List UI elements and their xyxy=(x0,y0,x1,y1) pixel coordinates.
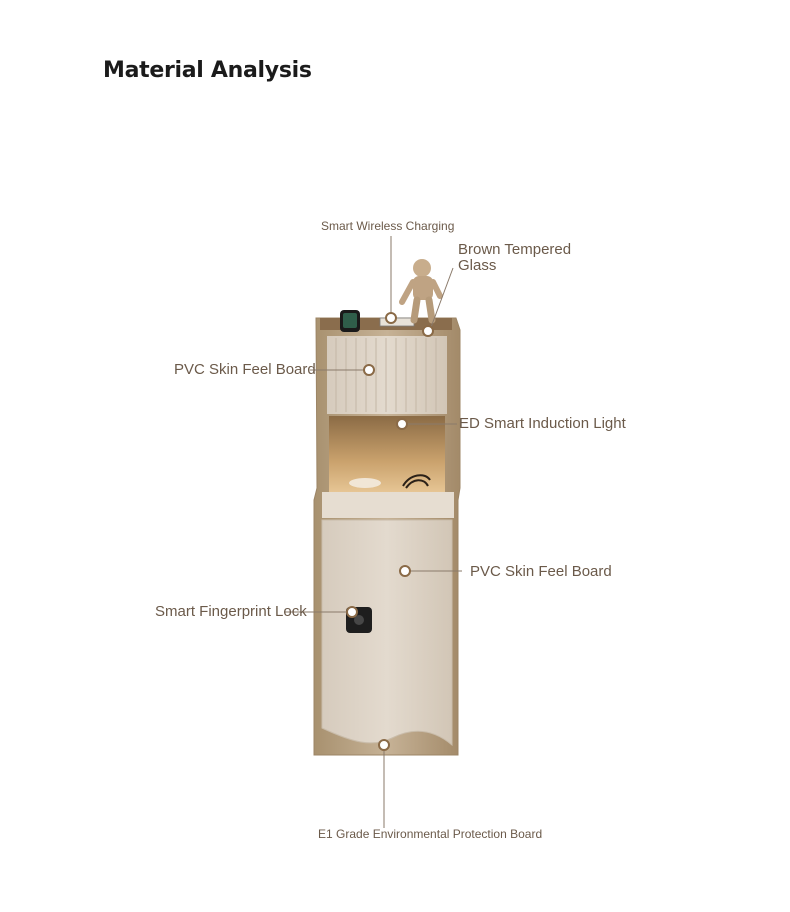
marker-dots xyxy=(346,312,434,751)
marker-fingerprint-lock xyxy=(346,606,358,618)
astronaut-figurine-icon xyxy=(399,259,443,324)
earbuds-case-icon xyxy=(349,478,381,488)
shelf-edge xyxy=(322,492,454,518)
leader-lines xyxy=(284,236,462,828)
marker-pvc-door xyxy=(399,565,411,577)
smartwatch-icon xyxy=(340,310,360,332)
lit-open-shelf xyxy=(329,416,445,492)
marker-tempered-glass xyxy=(422,325,434,337)
glasses-icon xyxy=(402,474,431,489)
page-title: Material Analysis xyxy=(103,58,312,83)
label-fingerprint-lock: Smart Fingerprint Lock xyxy=(155,603,307,620)
label-tempered-glass-line1: Brown Tempered xyxy=(458,241,572,258)
marker-wireless-charging xyxy=(385,312,397,324)
label-e1-board: E1 Grade Environmental Protection Board xyxy=(318,827,543,841)
label-pvc-door: PVC Skin Feel Board xyxy=(470,563,612,580)
phone-icon xyxy=(379,317,415,327)
label-pvc-top: PVC Skin Feel Board xyxy=(174,361,316,378)
label-induction-light: ED Smart Induction Light xyxy=(459,415,626,432)
fluted-drawer xyxy=(327,336,447,414)
cabinet-door xyxy=(321,519,453,747)
label-tempered-glass-line2: Glass xyxy=(458,257,497,274)
label-wireless-charging: Smart Wireless Charging xyxy=(321,219,455,233)
marker-induction-light xyxy=(396,418,408,430)
marker-pvc-top xyxy=(363,364,375,376)
marker-e1-board xyxy=(378,739,390,751)
